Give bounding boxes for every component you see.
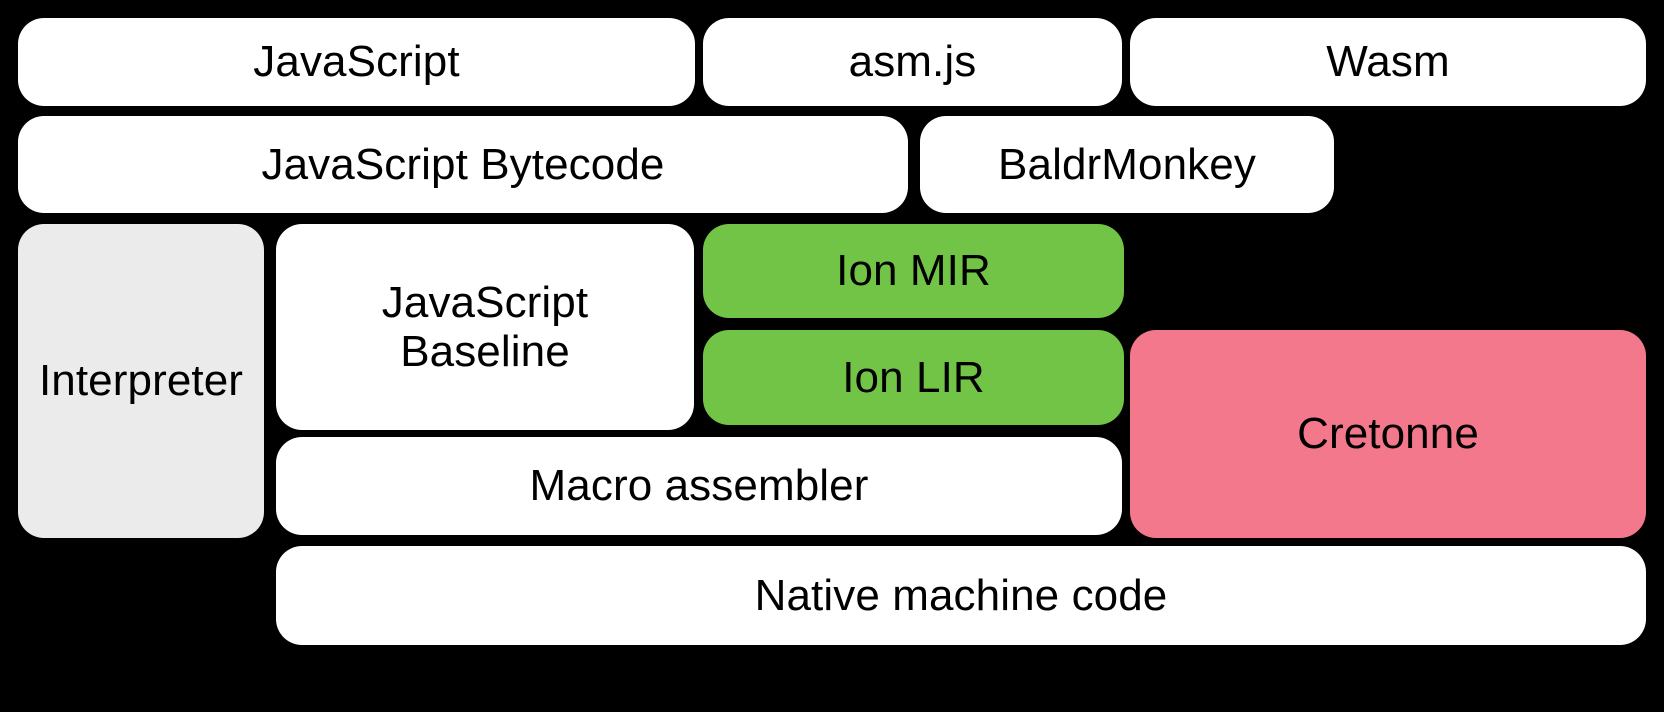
node-interpreter[interactable]: Interpreter (18, 224, 264, 538)
node-javascript-baseline[interactable]: JavaScript Baseline (276, 224, 694, 430)
node-asm-js[interactable]: asm.js (703, 18, 1122, 106)
node-javascript-bytecode[interactable]: JavaScript Bytecode (18, 116, 908, 213)
node-macro-assembler[interactable]: Macro assembler (276, 437, 1122, 535)
node-cretonne[interactable]: Cretonne (1130, 330, 1646, 538)
node-ion-lir[interactable]: Ion LIR (703, 330, 1124, 425)
node-baldrmonkey[interactable]: BaldrMonkey (920, 116, 1334, 213)
node-native-machine-code[interactable]: Native machine code (276, 546, 1646, 645)
node-ion-mir[interactable]: Ion MIR (703, 224, 1124, 318)
node-javascript[interactable]: JavaScript (18, 18, 695, 106)
node-wasm[interactable]: Wasm (1130, 18, 1646, 106)
